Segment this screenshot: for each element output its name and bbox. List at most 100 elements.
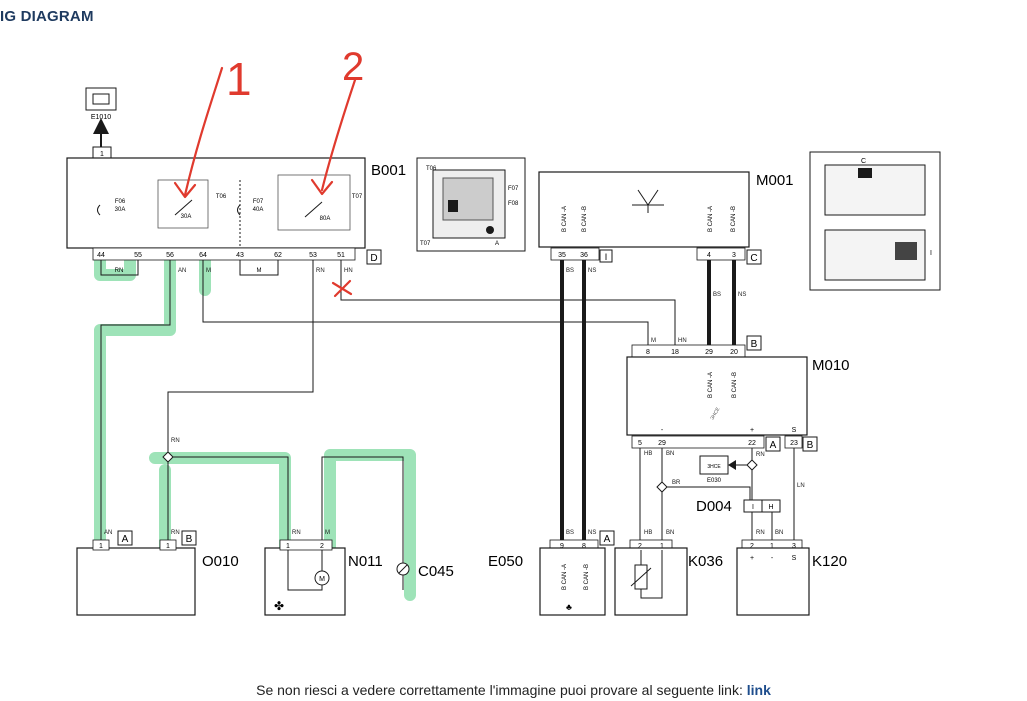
e1010-pin: 1 [100,151,104,158]
annotation-arrowhead-2 [310,178,334,196]
m010-pin-8: 8 [646,349,650,356]
relay-t06-rating: 30A [181,214,192,220]
e1010-label: E1010 [91,114,111,121]
b001-pin-strip [92,247,356,261]
m001-pin-3: 3 [732,252,736,259]
pen-annotations: 1 2 [173,45,364,298]
k036-wire-internal [640,550,663,599]
resistor-arrow [630,567,652,587]
m001-module: M001 B CAN -A B CAN -B B CAN -A B CAN -B… [538,171,794,265]
n011-fan: 1 2 M ✤ N011 [264,539,383,616]
d004-label: D004 [696,498,732,515]
m001-pin-strip-right [696,247,746,261]
relay-t07-rating: 80A [320,216,331,222]
o010-label: O010 [202,553,239,570]
n011-motor-label: M [319,576,325,583]
o010-conn-b: B [186,534,193,545]
fan-icon: ✤ [274,599,284,613]
c045-slash [398,564,408,574]
annotation-number-1: 1 [226,53,252,105]
m001-locator-top [824,164,926,216]
m001-box [538,171,750,248]
e050-connector: A [604,534,611,545]
wire-an-label-2: AN [104,530,112,536]
d004-pin-h: H [768,504,773,511]
wire-rn-label-3: RN [171,530,180,536]
o010-component: 1 A 1 B O010 [76,530,239,616]
fuse-f06-label: F06 [115,199,126,205]
m010-pin-22: 22 [748,440,756,447]
wire-rn-label-2: RN [171,438,180,444]
m001-connector-i: I [605,252,608,262]
wire-m-label: M [206,268,211,274]
wire-br-label: BR [672,480,681,486]
e050-label: E050 [488,553,523,570]
k120-pin-3: 3 [792,543,796,550]
junction-diamond [162,451,174,463]
b001-pin-62: 62 [274,252,282,259]
e1010-battery: E1010 1 [85,87,117,160]
o010-pin-1a [92,539,110,551]
k036-pin-1: 1 [660,543,664,550]
footer-link[interactable]: link [746,682,771,698]
b001-connector-box [366,249,382,265]
relay-t06-contact [174,199,193,216]
m010-mark-plus: + [750,427,754,434]
wire-ln-label: LN [797,483,805,489]
wire-br-d004 [667,486,751,500]
o010-pin-1b [159,539,177,551]
m010-signal-a: B CAN -A [708,372,714,398]
fuse-f07-rating: 40A [253,207,264,213]
relay-t07-label: T07 [352,194,363,200]
m001-signal-1: B CAN -A [562,206,568,232]
m001-pin-36: 36 [580,252,588,259]
m010-connector-b-box [802,436,818,452]
wire-bs-label-3: BS [713,292,721,298]
c045-sensor: C045 [396,562,454,590]
wire-m-label-2: M [651,338,656,344]
m010-mark-s: S [792,427,797,434]
wire-hb-label: HB [644,451,652,457]
b001-bridge-m [239,260,279,276]
wire-an-label: AN [178,268,186,274]
b001-pin-56: 56 [166,252,174,259]
wire-ns-label-2: NS [588,530,596,536]
b001-pin-44: 44 [97,252,105,259]
m001-symbol-r [647,189,659,206]
m010-label: M010 [812,357,850,374]
k036-box [614,547,688,616]
m010-pin-20: 20 [730,349,738,356]
wire-ns-label: NS [588,268,596,274]
e050-pin-8: 8 [582,543,586,550]
relay-t07-contact [304,201,323,218]
wire-bn-label-3: BN [775,530,783,536]
m001-signal-3: B CAN -A [708,206,714,232]
wire-bs-label-2: BS [566,530,574,536]
m001-pin-4: 4 [707,252,711,259]
k120-sensor: 2 1 3 + - S K120 [736,539,847,616]
b001-locator-a: A [495,241,499,247]
wire-hn-label-2: HN [678,338,687,344]
b001-bridge-rn [100,260,139,276]
e050-box [539,547,606,616]
wire-n-label: M [325,530,330,536]
m010-bottom-pin-strip-right [784,435,803,449]
e050-signal-b: B CAN -B [584,564,590,590]
m010-module: 8 18 29 20 B M010 B CAN -A B CAN -B 3HCE… [626,335,850,452]
b001-locator-f07: F07 [508,186,519,192]
junction-diamond-br [656,481,668,493]
m001-signal-2: B CAN -B [582,206,588,232]
m001-label: M001 [756,172,794,189]
o010-conn-a: A [122,534,129,545]
wire-rn-label: RN [316,268,325,274]
o010-box [76,547,196,616]
b001-locator-t07: T07 [420,241,431,247]
m001-signal-4: B CAN -B [731,206,737,232]
wire-rn-junction [167,260,314,452]
wire-bn-label-2: BN [666,530,674,536]
b001-pin-64: 64 [199,252,207,259]
b001-bridge-rn-label: RN [115,268,124,274]
k120-label: K120 [812,553,847,570]
wire-rn-label-6: RN [756,530,765,536]
k036-sensor: 2 1 K036 [614,539,723,616]
